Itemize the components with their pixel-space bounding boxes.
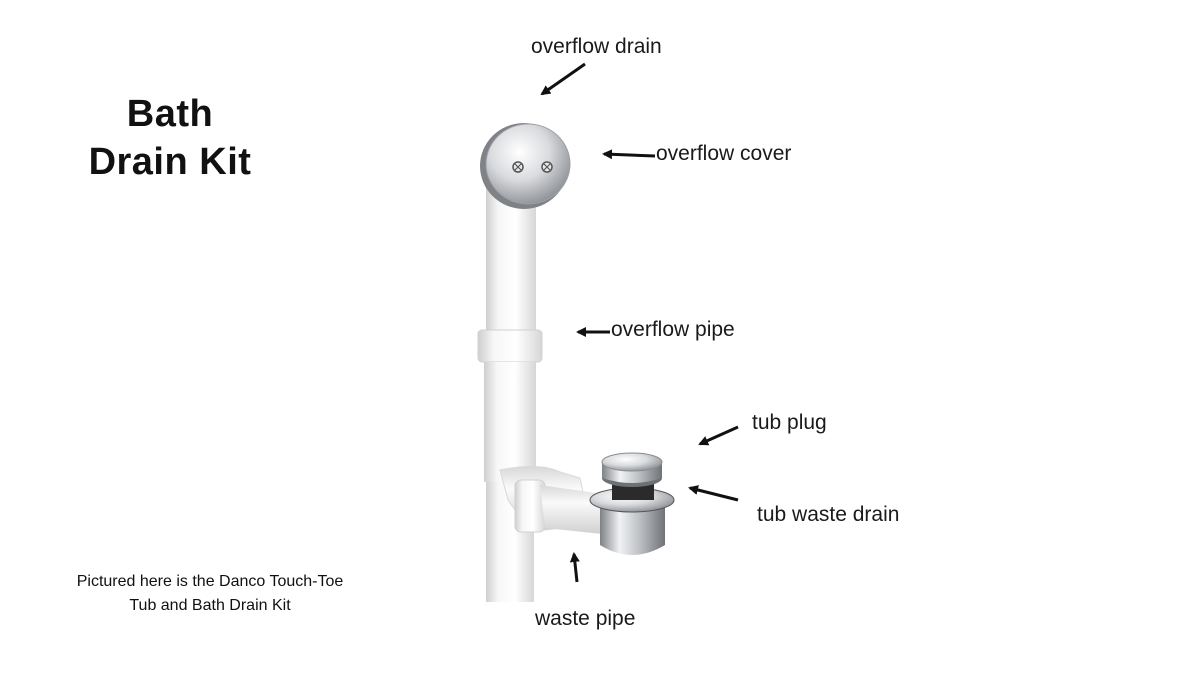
image-caption: Pictured here is the Danco Touch-Toe Tub…: [20, 570, 400, 618]
tub-plug-arrow: [698, 425, 739, 446]
label-tub-plug: tub plug: [752, 411, 827, 434]
page-title: Bath Drain Kit: [60, 90, 280, 186]
title-line-1: Bath: [126, 93, 214, 135]
waste-pipe-arrow: [569, 552, 580, 583]
title-line-2: Drain Kit: [88, 141, 252, 183]
label-tub-waste-drain: tub waste drain: [757, 503, 900, 526]
label-overflow-drain: overflow drain: [531, 35, 662, 58]
overflow-pipe-shape: [477, 175, 543, 602]
label-arrows: [540, 62, 739, 583]
tub-waste-drain-arrow: [688, 485, 739, 502]
label-overflow-pipe: overflow pipe: [611, 318, 735, 341]
label-overflow-cover: overflow cover: [656, 142, 792, 165]
tub-waste-drain-shape: [589, 478, 675, 555]
tub-plug-shape: [601, 452, 663, 487]
label-waste-pipe: waste pipe: [535, 607, 636, 630]
overflow-cover-shape: [480, 123, 571, 209]
overflow-cover-arrow: [602, 149, 656, 160]
overflow-drain-arrow: [540, 62, 586, 96]
caption-line-2: Tub and Bath Drain Kit: [129, 597, 291, 614]
caption-line-1: Pictured here is the Danco Touch-Toe: [76, 573, 344, 590]
